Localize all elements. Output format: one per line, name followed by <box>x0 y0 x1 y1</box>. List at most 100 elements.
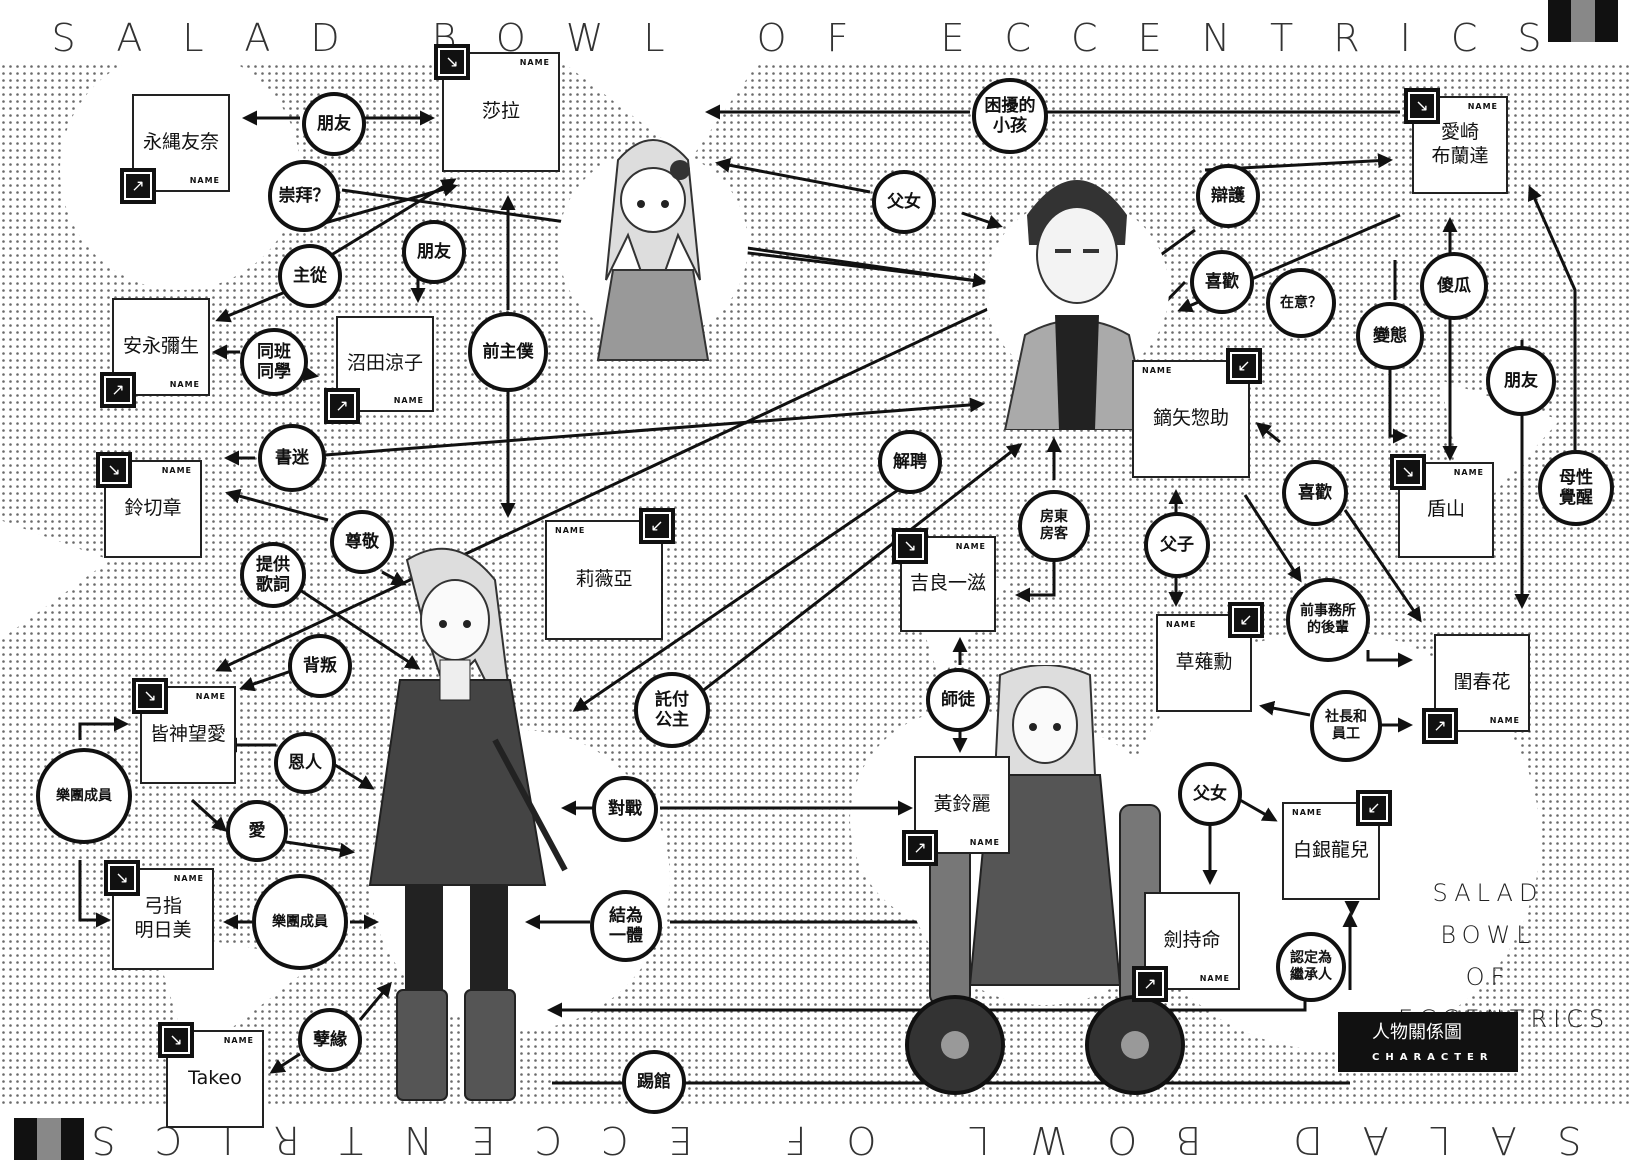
name-text: 永縄友奈 <box>142 131 219 154</box>
name-text: 劍持命 <box>1163 929 1221 952</box>
name-tag: NAME <box>189 176 220 185</box>
name-text: 盾山 <box>1426 498 1465 521</box>
name-box-kusanagi: NAME 草薙勳 <box>1156 602 1264 712</box>
relation-bosei: 母性 覺醒 <box>1538 450 1614 526</box>
name-text: 沼田涼子 <box>346 352 423 375</box>
name-marker-icon <box>1422 708 1458 744</box>
name-text: 安永彌生 <box>122 335 199 358</box>
character-illustration-man <box>985 180 1169 430</box>
name-box-tateyama: NAME 盾山 <box>1390 454 1494 558</box>
name-box-suzukiri: NAME 鈴切章 <box>96 452 202 558</box>
name-marker-icon <box>1228 602 1264 638</box>
relation-taisen: 對戰 <box>592 776 658 842</box>
relation-zenshuboku: 前主僕 <box>468 312 548 392</box>
name-tag: NAME <box>1166 620 1197 629</box>
name-marker-icon <box>324 388 360 424</box>
name-tag: NAME <box>223 1036 254 1045</box>
relation-dojo: 踢館 <box>622 1050 686 1114</box>
relation-kaiko: 解聘 <box>878 430 942 494</box>
section-label: 人物關係圖 CHARACTER <box>1338 1012 1518 1072</box>
name-text: 弓指 明日美 <box>134 895 192 941</box>
name-tag: NAME <box>1142 366 1173 375</box>
relation-ai: 愛 <box>226 800 288 862</box>
relation-fushi-son: 父子 <box>1144 512 1210 578</box>
relation-tomodachi3: 朋友 <box>1486 346 1556 416</box>
name-tag: NAME <box>1467 102 1498 111</box>
name-box-kenmochi: NAME 劍持命 <box>1132 892 1240 1002</box>
relation-baka: 傻瓜 <box>1420 252 1488 320</box>
name-tag: NAME <box>173 874 204 883</box>
relation-suki1: 喜歡 <box>1190 250 1254 314</box>
name-text: 鈴切章 <box>124 497 182 520</box>
relation-suki2: 喜歡 <box>1282 460 1348 526</box>
name-marker-icon <box>104 860 140 896</box>
relation-kogo: 辯護 <box>1196 164 1260 228</box>
name-box-takeo: NAME Takeo <box>158 1022 264 1128</box>
relation-band2: 樂團成員 <box>252 874 348 970</box>
character-illustration-girl-top <box>558 139 748 361</box>
name-box-sara: NAME 莎拉 <box>434 44 560 172</box>
relation-doukyu: 同班 同學 <box>240 328 308 396</box>
name-marker-icon <box>158 1022 194 1058</box>
name-tag: NAME <box>169 380 200 389</box>
name-text: Takeo <box>188 1067 242 1090</box>
name-box-huang: NAME 黃鈴麗 <box>902 756 1010 866</box>
top-title-banner: SALAD BOWL OF ECCENTRICS <box>51 16 1582 60</box>
relation-fushi-daughter: 父女 <box>1178 762 1242 826</box>
name-marker-icon <box>1356 790 1392 826</box>
relation-kohai: 前事務所 的後輩 <box>1286 578 1370 662</box>
name-box-hakugin: NAME 白銀龍兒 <box>1282 790 1392 900</box>
name-tag: NAME <box>161 466 192 475</box>
section-subtitle: CHARACTER <box>1372 1052 1494 1063</box>
relation-shomei: 書迷 <box>258 424 326 492</box>
name-marker-icon <box>1132 966 1168 1002</box>
character-illustration-wheelchair-girl <box>905 665 1185 1095</box>
name-marker-icon <box>1390 454 1426 490</box>
relation-suuhai: 崇拜？ <box>268 160 340 232</box>
name-box-yoshira: NAME 吉良一滋 <box>892 528 996 632</box>
relation-komatta: 困擾的 小孩 <box>972 78 1048 154</box>
name-marker-icon <box>1226 348 1262 384</box>
relation-tomodachi-sara: 朋友 <box>302 92 366 156</box>
relation-tomodachi2: 朋友 <box>402 220 466 284</box>
name-tag: NAME <box>555 526 586 535</box>
relation-kashi: 提供 歌詞 <box>240 542 306 608</box>
name-text: 愛崎 布蘭達 <box>1431 121 1489 167</box>
name-text: 黃鈴麗 <box>933 793 991 816</box>
name-tag: NAME <box>195 692 226 701</box>
name-text: 莉薇亞 <box>575 568 633 591</box>
relation-gesshu: 孽緣 <box>298 1008 362 1072</box>
name-text: 鏑矢惣助 <box>1152 407 1229 430</box>
name-box-lydia: NAME 莉薇亞 <box>545 508 675 640</box>
name-marker-icon <box>100 372 136 408</box>
relation-ketsugou: 結為 一體 <box>590 890 662 962</box>
name-tag: NAME <box>1292 808 1323 817</box>
name-text: 莎拉 <box>481 100 520 123</box>
relation-band1: 樂團成員 <box>36 748 132 844</box>
name-text: 白銀龍兒 <box>1292 839 1369 862</box>
name-box-aisaki: NAME 愛崎 布蘭達 <box>1404 88 1508 194</box>
relation-fushi-sara: 父女 <box>872 170 936 234</box>
name-marker-icon <box>96 452 132 488</box>
name-tag: NAME <box>393 396 424 405</box>
name-box-yanagi: NAME 閨春花 <box>1422 634 1530 744</box>
relation-keishou: 認定為 繼承人 <box>1276 932 1346 1002</box>
relation-kini: 在意？ <box>1266 268 1336 338</box>
name-tag: NAME <box>955 542 986 551</box>
relation-hentai: 變態 <box>1356 302 1424 370</box>
name-box-minakami: NAME 皆神望愛 <box>132 678 236 784</box>
relation-shitei: 師徒 <box>926 668 990 732</box>
name-marker-icon <box>132 678 168 714</box>
relation-shuju: 主從 <box>278 244 342 308</box>
name-marker-icon <box>902 830 938 866</box>
relation-shacho: 社長和 員工 <box>1310 690 1382 762</box>
name-text: 皆神望愛 <box>149 723 226 746</box>
name-text: 閨春花 <box>1453 671 1511 694</box>
name-box-kaburaya: NAME 鏑矢惣助 <box>1132 348 1262 478</box>
name-tag: NAME <box>519 58 550 67</box>
name-box-nagatsuna: NAME 永縄友奈 <box>120 94 230 204</box>
relation-yanushi: 房東 房客 <box>1018 490 1090 562</box>
stripe-block-bottom <box>14 1118 84 1160</box>
name-tag: NAME <box>1199 974 1230 983</box>
